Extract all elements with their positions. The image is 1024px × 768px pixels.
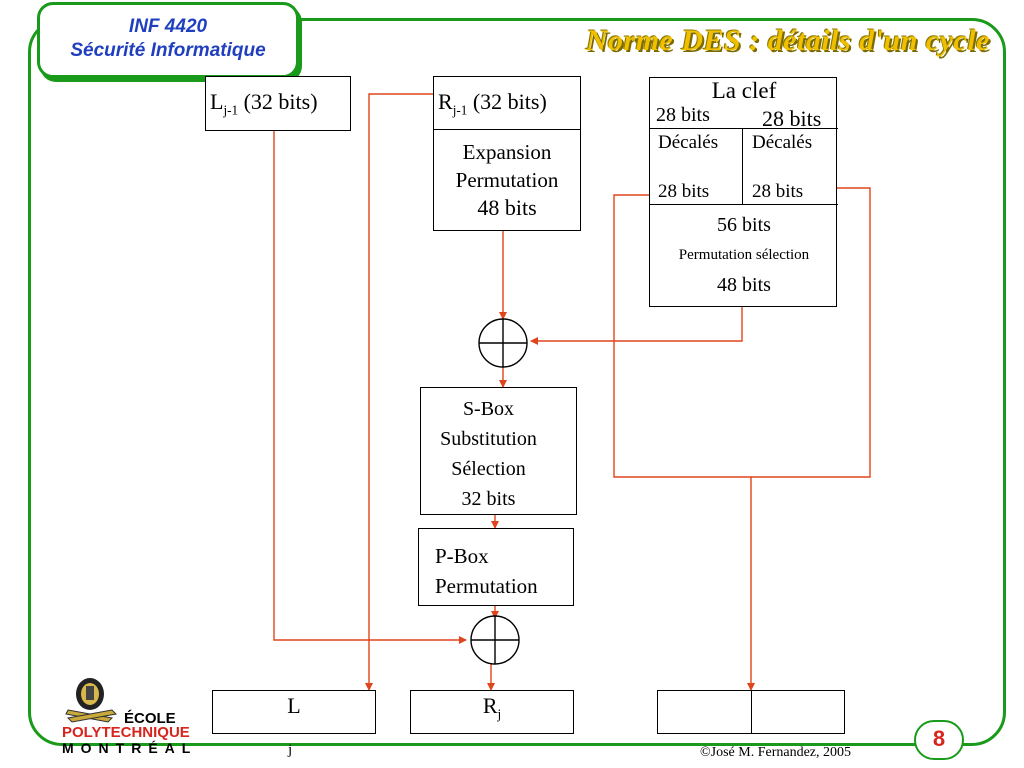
- right-output-prefix: R: [482, 693, 498, 718]
- sbox-line4: 32 bits: [461, 488, 516, 510]
- expansion-permutation-box: Expansion Permutation 48 bits: [433, 129, 581, 231]
- arrow-key-left-loop: [613, 194, 755, 691]
- key-permutation-selection: Permutation sélection: [678, 247, 810, 263]
- key-box: La clef 28 bits 28 bits Décalés Décalés …: [649, 77, 838, 307]
- key-56-bits: 56 bits: [717, 214, 771, 236]
- left-input-subscript: j-1: [223, 102, 239, 118]
- arrow-key-right-loop: [751, 187, 871, 478]
- right-output-subscript: j: [497, 706, 502, 722]
- sbox-substitution-box: S-Box Substitution Sélection 32 bits: [420, 387, 577, 515]
- logo-text-ecole: ÉCOLE: [124, 710, 176, 727]
- key-48-bits: 48 bits: [717, 274, 771, 296]
- logo-text-polytechnique: POLYTECHNIQUE: [62, 724, 190, 741]
- course-name: Sécurité Informatique: [70, 40, 266, 61]
- key-left-bits-shifted: 28 bits: [658, 181, 710, 202]
- key-left-bits: 28 bits: [656, 104, 710, 126]
- course-code: INF 4420: [128, 16, 208, 37]
- right-input-prefix: R: [438, 89, 453, 114]
- page-number: 8: [914, 720, 964, 760]
- next-key-box: [657, 690, 845, 734]
- right-half-input-box: Rj-1 (32 bits): [433, 76, 581, 131]
- right-half-output-box: Rj: [410, 690, 574, 734]
- sbox-line1: S-Box: [462, 398, 515, 420]
- key-left-shift: Décalés: [658, 132, 719, 153]
- left-input-suffix: (32 bits): [238, 89, 318, 114]
- right-input-suffix: (32 bits): [467, 89, 547, 114]
- pbox-permutation-box: P-Box Permutation: [418, 528, 574, 606]
- pbox-line2: Permutation: [435, 574, 538, 598]
- left-input-prefix: L: [210, 89, 224, 114]
- key-right-bits-shifted: 28 bits: [752, 181, 804, 202]
- slide-frame: [28, 18, 1006, 746]
- expansion-line1: Expansion: [462, 140, 552, 164]
- key-title: La clef: [711, 78, 777, 103]
- arrow-rprev-to-lj: [365, 93, 433, 691]
- crest-icon: [65, 678, 118, 723]
- right-input-subscript: j-1: [452, 102, 468, 118]
- key-right-shift: Décalés: [752, 132, 813, 153]
- key-right-bits: 28 bits: [762, 106, 822, 131]
- sbox-line3: Sélection: [451, 458, 526, 480]
- left-half-output-box: L: [212, 690, 376, 734]
- expansion-line2: Permutation: [455, 168, 559, 192]
- left-output-prefix: L: [287, 693, 301, 718]
- next-key-divider: [751, 691, 752, 733]
- copyright-notice: ©José M. Fernandez, 2005: [700, 745, 851, 760]
- key-vertical-divider: [742, 128, 743, 204]
- polytechnique-logo: ÉCOLE POLYTECHNIQUE MONTRÉAL: [58, 676, 218, 758]
- left-half-input-box: Lj-1 (32 bits): [205, 76, 351, 131]
- expansion-line3: 48 bits: [477, 195, 537, 220]
- arrow-key-to-xor1: [530, 306, 743, 345]
- course-badge: INF 4420 Sécurité Informatique: [37, 2, 299, 78]
- logo-text-montreal: MONTRÉAL: [62, 740, 198, 756]
- key-top-divider: [650, 128, 838, 129]
- left-output-subscript: j: [288, 742, 293, 758]
- pbox-line1: P-Box: [435, 544, 489, 568]
- slide-title: Norme DES : détails d'un cycle: [585, 24, 990, 57]
- key-mid-divider: [650, 204, 838, 205]
- sbox-line2: Substitution: [440, 428, 537, 450]
- arrow-lprev-to-xor2: [273, 130, 467, 644]
